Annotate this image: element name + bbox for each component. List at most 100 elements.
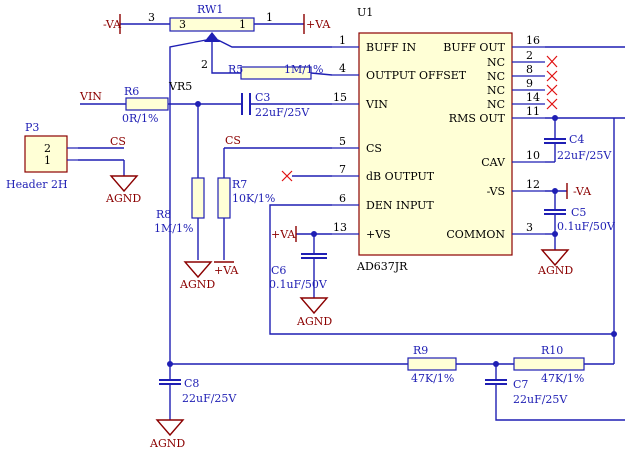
- u1-pin-num-8: 8: [526, 63, 533, 76]
- rw1-pin1-label: 1: [239, 18, 246, 31]
- power-port-pos-va-top: +VA: [303, 14, 331, 34]
- u1-body: [358, 32, 513, 256]
- c4-value: 22uF/25V: [557, 149, 612, 162]
- net-pos-va-label-top: +VA: [306, 18, 331, 31]
- u1-pin-num-10: 10: [526, 149, 540, 162]
- r8-resistor: R8 1M/1%: [154, 177, 205, 235]
- net-vr5-label: VR5: [168, 80, 192, 93]
- c3-ref: C3: [255, 91, 270, 104]
- u1-pin-num-11: 11: [526, 105, 540, 118]
- u1-pin-num-7: 7: [339, 163, 346, 176]
- net-neg-va-label-top: -VA: [103, 18, 122, 31]
- net-pos-va-label-vs: +VA: [271, 228, 296, 241]
- p3-name: Header 2H: [6, 178, 68, 191]
- u1-pin-name-vin: VIN: [365, 98, 388, 111]
- agnd-label-c6: AGND: [296, 315, 332, 328]
- rw1-ref: RW1: [197, 3, 223, 16]
- r7-resistor: R7 10K/1%: [217, 177, 275, 219]
- u1-pin-name-nc-8: NC: [487, 70, 505, 83]
- p3-pin1-label: 1: [44, 154, 51, 167]
- u1-chip: U1 AD637JR 1 4 15 5 7 6 13 BUFF IN OUTPU…: [332, 6, 545, 273]
- p3-ref: P3: [25, 121, 39, 134]
- c8-ref: C8: [184, 377, 199, 390]
- u1-pin-num-9: 9: [526, 77, 533, 90]
- c8-capacitor: C8 22uF/25V AGND: [149, 377, 237, 450]
- power-port-pos-va-vs: +VA: [271, 226, 297, 242]
- r5-ref: R5: [228, 63, 243, 76]
- r9-value: 47K/1%: [411, 372, 454, 385]
- rw1-right-pin-num: 1: [266, 11, 273, 24]
- net-vin-label: VIN: [79, 90, 102, 103]
- no-connect-markers: [281, 55, 558, 182]
- net-cs-label-header: CS: [110, 135, 126, 148]
- u1-pin-name-db-output: dB OUTPUT: [366, 170, 435, 183]
- r5-value: 1M/1%: [284, 63, 323, 76]
- r6-resistor: R6 0R/1%: [122, 85, 169, 125]
- rw1-potentiometer: RW1 3 1 3 1 2: [148, 3, 273, 71]
- c6-ref: C6: [271, 264, 286, 277]
- c4-capacitor: C4 22uF/25V: [544, 133, 612, 162]
- r7-ref: R7: [232, 178, 247, 191]
- u1-ref: U1: [357, 6, 373, 19]
- c3-capacitor: C3 22uF/25V: [241, 91, 310, 119]
- p3-pin2-label: 2: [44, 142, 51, 155]
- agnd-label-r8: AGND: [179, 278, 215, 291]
- agnd-label-common: AGND: [537, 264, 573, 277]
- u1-pin-num-6: 6: [339, 192, 346, 205]
- c7-capacitor: C7 22uF/25V: [485, 378, 568, 406]
- c3-value: 22uF/25V: [255, 106, 310, 119]
- rw1-pin3-label: 3: [179, 18, 186, 31]
- net-pos-va-label-r7: +VA: [214, 264, 239, 277]
- u1-pin-name-buff-out: BUFF OUT: [443, 41, 505, 54]
- u1-pin-num-16: 16: [526, 34, 540, 47]
- agnd-symbol-common: AGND: [537, 249, 573, 277]
- c5-value: 0.1uF/50V: [557, 220, 616, 233]
- r6-ref: R6: [124, 85, 139, 98]
- u1-pin-num-12: 12: [526, 178, 540, 191]
- u1-pin-name-den-input: DEN INPUT: [366, 199, 434, 212]
- u1-pin-name-rms-out: RMS OUT: [449, 112, 506, 125]
- u1-pin-name-nc-2: NC: [487, 56, 505, 69]
- c6-capacitor: C6 0.1uF/50V AGND: [269, 253, 332, 328]
- r10-resistor: R10 47K/1%: [513, 344, 585, 385]
- c4-ref: C4: [569, 133, 584, 146]
- c8-value: 22uF/25V: [182, 392, 237, 405]
- r7-value: 10K/1%: [232, 192, 275, 205]
- u1-pin-name-nc-9: NC: [487, 84, 505, 97]
- agnd-label-header: AGND: [105, 192, 141, 205]
- c5-capacitor: C5 0.1uF/50V: [544, 206, 616, 233]
- power-port-pos-va-r7: +VA: [214, 261, 239, 277]
- u1-pin-num-2: 2: [526, 49, 533, 62]
- u1-pin-num-13: 13: [333, 221, 347, 234]
- u1-pin-num-15: 15: [333, 91, 347, 104]
- u1-pin-num-14: 14: [526, 91, 540, 104]
- r6-value: 0R/1%: [122, 112, 158, 125]
- net-neg-va-label-vs: -VA: [573, 185, 592, 198]
- u1-pin-name-plus-vs: +VS: [366, 228, 391, 241]
- u1-pin-name-minus-vs: -VS: [487, 185, 505, 198]
- r8-value: 1M/1%: [154, 222, 193, 235]
- u1-pin-num-1: 1: [339, 34, 346, 47]
- u1-pin-num-4: 4: [339, 62, 346, 75]
- net-cs-label-u1: CS: [225, 134, 241, 147]
- r10-ref: R10: [541, 344, 563, 357]
- c6-value: 0.1uF/50V: [269, 278, 328, 291]
- power-port-neg-va-top: -VA: [103, 14, 122, 34]
- u1-pin-name-common: COMMON: [446, 228, 505, 241]
- r10-value: 47K/1%: [541, 372, 584, 385]
- c7-value: 22uF/25V: [513, 393, 568, 406]
- rw1-pin2-label: 2: [201, 58, 208, 71]
- u1-pin-name-cs: CS: [366, 142, 382, 155]
- agnd-label-c8: AGND: [149, 437, 185, 450]
- rw1-left-pin-num: 3: [148, 11, 155, 24]
- u1-pin-name-nc-14: NC: [487, 98, 505, 111]
- no-connect-db-output: [281, 170, 293, 182]
- u1-pin-name-cav: CAV: [481, 156, 506, 169]
- r8-ref: R8: [156, 208, 171, 221]
- c7-ref: C7: [513, 378, 528, 391]
- u1-pin-num-3: 3: [526, 221, 533, 234]
- p3-header: 2 1 P3 Header 2H CS AGND: [6, 121, 141, 205]
- u1-pin-name-buff-in: BUFF IN: [366, 41, 416, 54]
- r5-resistor: R5 1M/1%: [228, 63, 323, 80]
